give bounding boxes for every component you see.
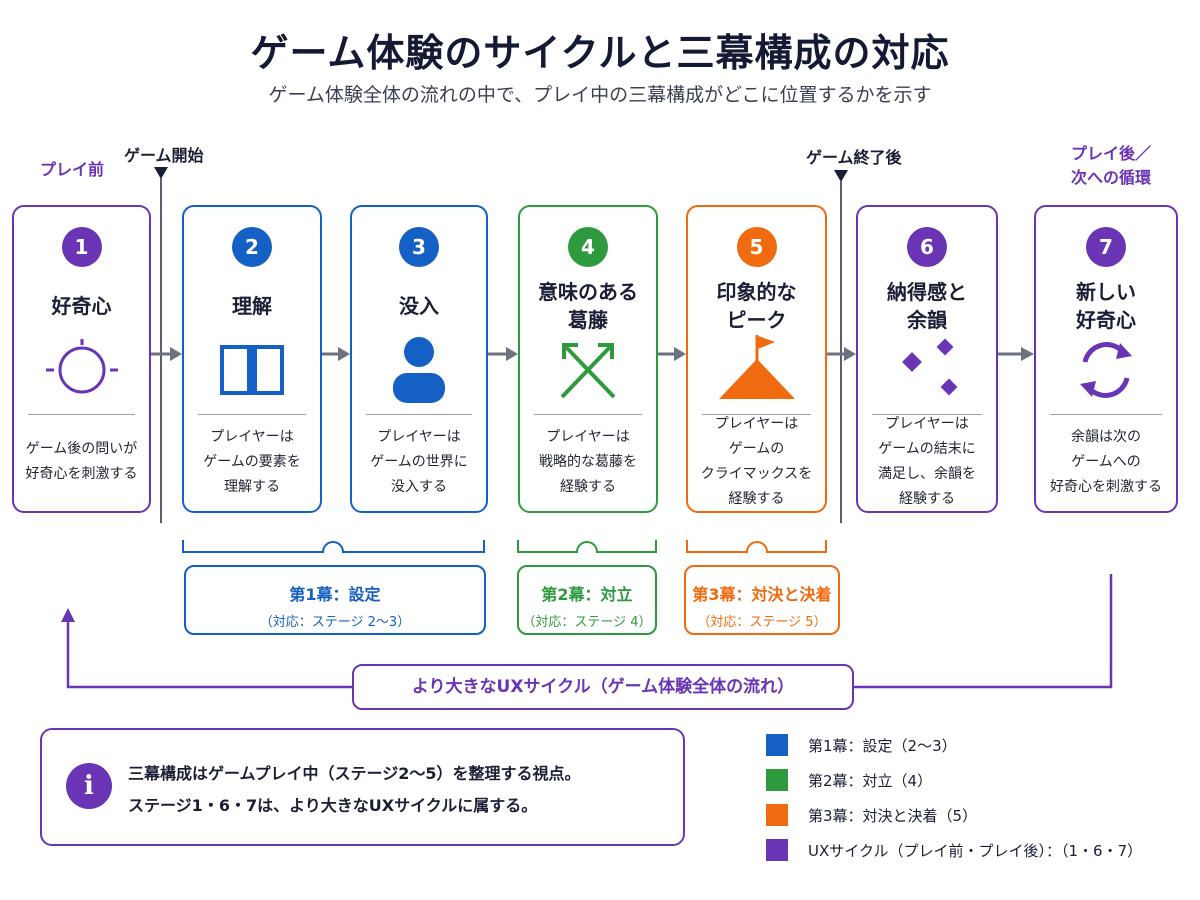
stage-card-1: 1 好奇心 ゲーム後の問いが 好奇心を刺激する xyxy=(12,205,151,513)
ux-cycle-label: より大きなUXサイクル（ゲーム体験全体の流れ） xyxy=(352,664,854,710)
stage-number-badge: 7 xyxy=(1086,227,1126,267)
info-icon: i xyxy=(66,763,112,809)
legend-swatch xyxy=(766,734,788,756)
stage-card-3: 3 没入 プレイヤーは ゲームの世界に 没入する xyxy=(350,205,488,513)
info-text: 三幕構成はゲームプレイ中（ステージ2〜5）を整理する視点。 ステージ1・6・7は… xyxy=(128,758,581,822)
stage-divider xyxy=(366,414,472,415)
act3-brace xyxy=(686,540,827,553)
stage-divider xyxy=(198,414,306,415)
legend-label: 第2幕：対立（4） xyxy=(808,772,933,790)
after-play-label: プレイ後／ 次への循環 xyxy=(1070,144,1151,187)
stage-card-6: 6 納得感と 余韻 プレイヤーは ゲームの結末に 満足し、余韻を 経験する xyxy=(856,205,998,513)
mountain-flag-icon xyxy=(718,335,795,399)
stage-number-badge: 3 xyxy=(399,227,439,267)
stage-title: 新しい 好奇心 xyxy=(1076,280,1136,332)
act2-name: 第2幕：対立 xyxy=(541,585,633,604)
act1-box: 第1幕：設定 （対応：ステージ 2〜3） xyxy=(184,565,486,635)
stage-description: プレイヤーは ゲームの要素を 理解する xyxy=(203,428,301,495)
legend-swatch xyxy=(766,839,788,861)
flow-arrow-icon xyxy=(998,347,1034,361)
flow-arrow-icon xyxy=(827,347,856,361)
stage-number-badge: 1 xyxy=(61,227,102,267)
stage-description: プレイヤーは 戦略的な葛藤を 経験する xyxy=(539,428,637,495)
stage-divider xyxy=(1050,414,1162,415)
game-end-marker-icon xyxy=(834,170,848,182)
stage-card-2: 2 理解 プレイヤーは ゲームの要素を 理解する xyxy=(182,205,322,513)
person-icon xyxy=(393,337,445,403)
info-box: i 三幕構成はゲームプレイ中（ステージ2〜5）を整理する視点。 ステージ1・6・… xyxy=(40,728,685,846)
act1-subtitle: （対応：ステージ 2〜3） xyxy=(259,615,411,630)
stage-number-badge: 6 xyxy=(907,227,947,267)
act3-box: 第3幕：対決と決着 （対応：ステージ 5） xyxy=(684,565,840,635)
stage-title: 理解 xyxy=(232,294,272,318)
act3-name: 第3幕：対決と決着 xyxy=(692,585,832,604)
act2-brace xyxy=(517,540,657,553)
stage-divider xyxy=(702,414,811,415)
act2-subtitle: （対応：ステージ 4） xyxy=(522,615,652,630)
stage-number-badge: 2 xyxy=(232,227,272,267)
stage-title: 没入 xyxy=(399,294,439,318)
flow-arrow-icon xyxy=(151,347,182,361)
stage-card-7: 7 新しい 好奇心 余韻は次の ゲームへの 好奇心を刺激する xyxy=(1034,205,1178,513)
stage-description: プレイヤーは ゲームの クライマックスを 経験する xyxy=(700,416,813,507)
sun-circle-icon xyxy=(45,339,118,394)
page-subtitle: ゲーム体験全体の流れの中で、プレイ中の三幕構成がどこに位置するかを示す xyxy=(268,84,932,106)
flow-arrow-icon xyxy=(488,347,518,361)
stage-description: 余韻は次の ゲームへの 好奇心を刺激する xyxy=(1050,428,1162,495)
stage-title: 納得感と 余韻 xyxy=(887,280,967,332)
legend-label: 第1幕：設定（2〜3） xyxy=(808,737,957,755)
game-start-label: ゲーム開始 xyxy=(124,146,204,165)
game-start-marker-icon xyxy=(154,167,168,179)
stage-divider xyxy=(28,414,135,415)
legend-label: 第3幕：対決と決着（5） xyxy=(808,807,978,825)
info-line-2: ステージ1・6・7は、より大きなUXサイクルに属する。 xyxy=(128,796,538,815)
game-start-line xyxy=(160,178,162,523)
stage-card-4: 4 意味のある 葛藤 プレイヤーは 戦略的な葛藤を 経験する xyxy=(518,205,658,513)
game-end-label: ゲーム終了後 xyxy=(806,148,902,167)
stage-divider xyxy=(872,414,982,415)
diamonds-icon xyxy=(902,338,958,396)
stage-card-5: 5 印象的な ピーク プレイヤーは ゲームの クライマックスを 経験する xyxy=(686,205,827,513)
act1-brace xyxy=(182,540,485,553)
book-icon xyxy=(220,345,284,395)
flow-arrow-icon xyxy=(658,347,686,361)
flow-arrow-icon xyxy=(322,347,350,361)
act1-name: 第1幕：設定 xyxy=(289,585,381,604)
stage-number-badge: 4 xyxy=(568,227,608,267)
before-play-label: プレイ前 xyxy=(40,160,105,179)
legend-label: UXサイクル（プレイ前・プレイ後）：（1・6・7） xyxy=(808,842,1143,860)
act2-box: 第2幕：対立 （対応：ステージ 4） xyxy=(517,565,657,635)
stage-title: 意味のある 葛藤 xyxy=(538,280,638,332)
stage-title: 好奇心 xyxy=(51,294,112,318)
legend-swatch xyxy=(766,804,788,826)
stage-divider xyxy=(534,414,642,415)
page-title: ゲーム体験のサイクルと三幕構成の対応 xyxy=(250,31,950,75)
stage-title: 印象的な ピーク xyxy=(716,280,797,332)
act3-subtitle: （対応：ステージ 5） xyxy=(697,615,827,630)
game-end-line xyxy=(840,181,842,523)
stage-description: ゲーム後の問いが 好奇心を刺激する xyxy=(25,441,138,482)
info-line-1: 三幕構成はゲームプレイ中（ステージ2〜5）を整理する視点。 xyxy=(128,764,581,783)
stage-description: プレイヤーは ゲームの世界に 没入する xyxy=(370,428,468,495)
stage-number-badge: 5 xyxy=(736,227,777,267)
cycle-icon xyxy=(1080,342,1132,398)
crossed-arrows-icon xyxy=(560,343,616,399)
stage-description: プレイヤーは ゲームの結末に 満足し、余韻を 経験する xyxy=(878,416,976,507)
legend-swatch xyxy=(766,769,788,791)
